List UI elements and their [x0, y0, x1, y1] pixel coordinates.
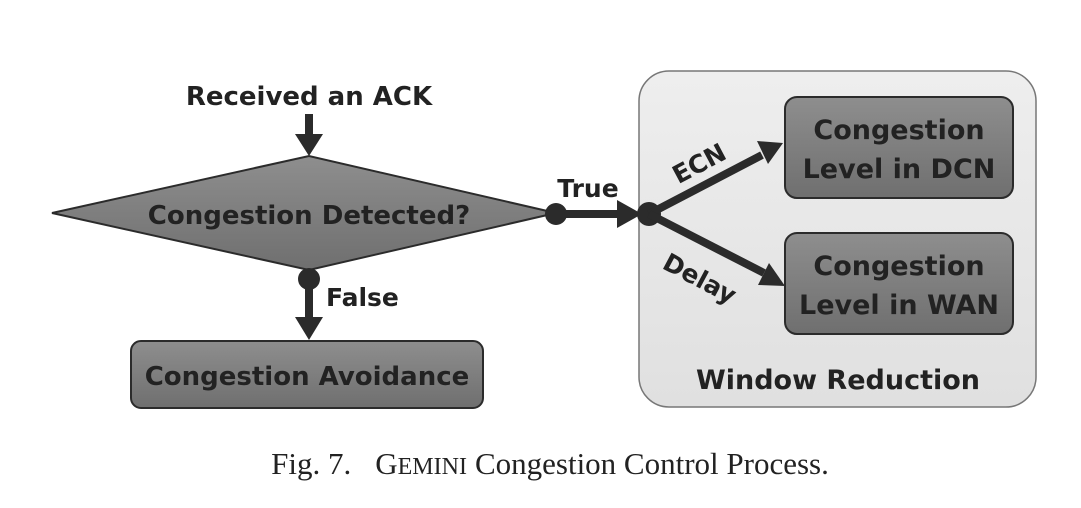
- dcn-box-line2: Level in DCN: [803, 154, 996, 185]
- start-label: Received an ACK: [186, 82, 433, 112]
- group-label: Window Reduction: [696, 365, 980, 396]
- caption-name-rest: EMINI: [398, 454, 467, 480]
- ecn-arrow-head: [757, 141, 783, 164]
- wan-box-line2: Level in WAN: [799, 290, 999, 321]
- wan-box-line1: Congestion: [813, 251, 984, 282]
- dcn-box: [784, 96, 1014, 199]
- caption-name-first: G: [375, 446, 397, 481]
- true-arrow-head: [617, 200, 642, 228]
- delay-arrow-head: [758, 263, 785, 286]
- caption-suffix: Congestion Control Process.: [475, 446, 829, 481]
- caption-prefix: Fig. 7.: [271, 446, 351, 481]
- ecn-arrow-shaft: [647, 151, 764, 218]
- avoidance-label: Congestion Avoidance: [145, 362, 470, 392]
- dcn-box-line1: Congestion: [813, 115, 984, 146]
- false-label: False: [326, 283, 399, 312]
- wan-box: [784, 232, 1014, 335]
- false-arrow-head: [295, 317, 323, 340]
- true-label: True: [557, 174, 618, 203]
- delay-arrow-shaft: [647, 210, 766, 277]
- start-arrow-head: [295, 134, 323, 156]
- decision-label: Congestion Detected?: [148, 201, 470, 231]
- avoidance-box: [130, 340, 484, 409]
- figure-caption: Fig. 7. GEMINI Congestion Control Process.: [271, 446, 829, 481]
